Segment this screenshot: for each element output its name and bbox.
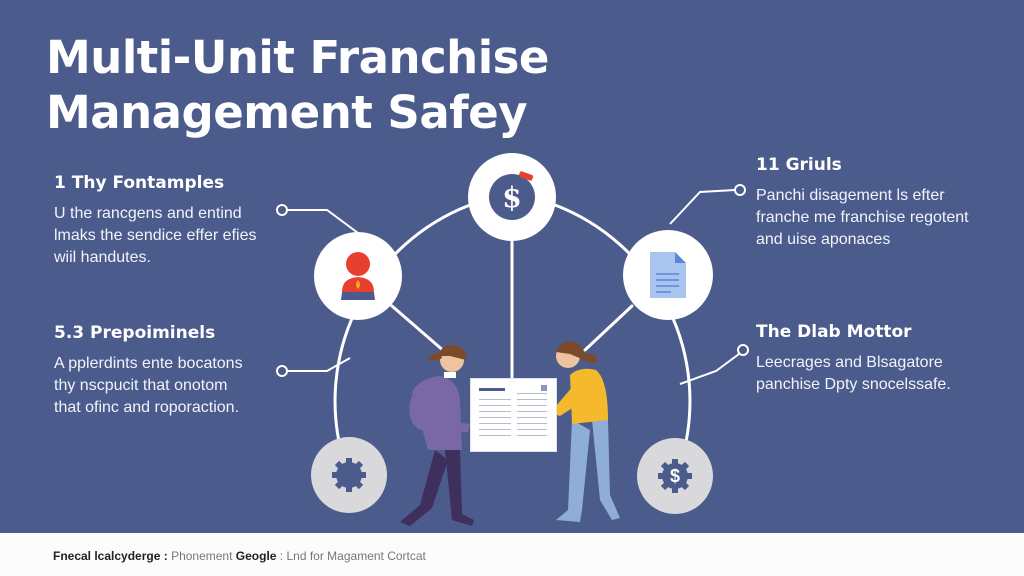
- info-block-4-body: Leecrages and Blsagatore panchise Dpty s…: [756, 354, 951, 393]
- doc-text-left: [479, 399, 511, 439]
- title-line-2: Management Safey: [46, 86, 528, 139]
- info-block-2: 5.3 Prepoiminels A pplerdints ente bocat…: [54, 323, 314, 419]
- info-block-3-body: Panchi disagement ls efter franche me fr…: [756, 187, 969, 248]
- person-right-figure: [548, 341, 620, 522]
- node-gear-dollar: $: [637, 438, 713, 514]
- node-document: [623, 230, 713, 320]
- gear-dollar-icon: $: [656, 457, 694, 495]
- info-block-3: 11 Griuls Panchi disagement ls efter fra…: [756, 155, 1016, 251]
- info-block-2-heading: 5.3 Prepoiminels: [54, 323, 216, 343]
- page-title: Multi-Unit Franchise Management Safey: [46, 30, 549, 140]
- node-dollar: $: [468, 153, 556, 241]
- people-illustration: [400, 341, 620, 526]
- person-icon: [341, 252, 375, 300]
- document-icon: [650, 252, 686, 298]
- footer-bar: Fnecal lcalcyderge : Phonement Geogle : …: [0, 533, 1024, 576]
- node-gear: [311, 437, 387, 513]
- info-block-2-body: A pplerdints ente bocatons thy nscpucit …: [54, 355, 243, 416]
- doc-text-right: [517, 393, 547, 439]
- doc-logo: [541, 385, 547, 391]
- doc-title-bar: [479, 388, 505, 391]
- gear-icon: [332, 458, 366, 492]
- title-line-1: Multi-Unit Franchise: [46, 31, 549, 84]
- shared-document: [470, 378, 557, 452]
- node-person: [314, 232, 402, 320]
- info-block-4-heading: The Dlab Mottor: [756, 322, 912, 342]
- infographic-canvas: Multi-Unit Franchise Management Safey: [46, 30, 1016, 526]
- info-block-1-heading: 1 Thy Fontamples: [54, 173, 225, 193]
- info-block-1: 1 Thy Fontamples U the rancgens and enti…: [54, 173, 314, 269]
- info-block-1-body: U the rancgens and entind lmaks the send…: [54, 205, 257, 266]
- info-block-4: The Dlab Mottor Leecrages and Blsagatore…: [756, 322, 1016, 396]
- info-block-3-heading: 11 Griuls: [756, 155, 842, 175]
- footer-caption: Fnecal lcalcyderge : Phonement Geogle : …: [53, 549, 426, 563]
- person-left-figure: [400, 345, 474, 526]
- dollar-icon: $: [489, 170, 535, 220]
